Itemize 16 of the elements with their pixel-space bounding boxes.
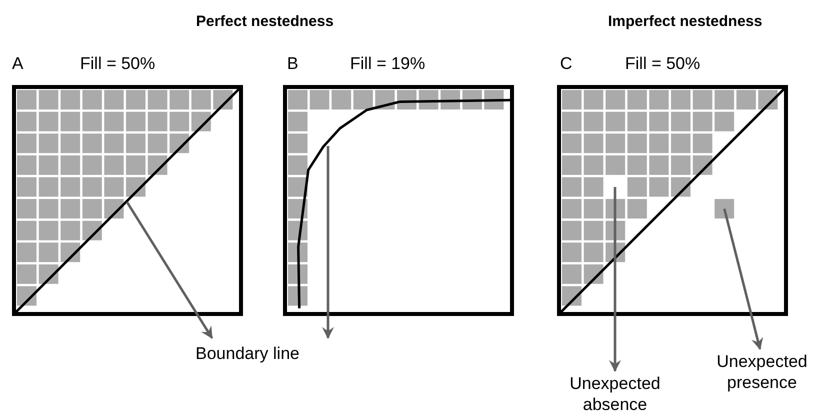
callout-label: Boundary line xyxy=(180,343,315,364)
presence-cell xyxy=(714,199,734,218)
fill-label: Fill = 50% xyxy=(625,54,700,74)
panel-letter: C xyxy=(560,54,572,74)
panel-heading: Perfect nestedness xyxy=(196,12,334,32)
leader-line xyxy=(723,208,764,350)
panel-letter: A xyxy=(12,54,24,74)
panel-heading: Imperfect nestedness xyxy=(608,12,762,32)
leader-line xyxy=(126,201,214,339)
callout-label: Unexpected presence xyxy=(712,351,812,393)
fill-label: Fill = 50% xyxy=(80,54,156,74)
leader-line xyxy=(609,187,621,372)
callout-label: Unexpected absence xyxy=(560,373,670,415)
fill-label: Fill = 19% xyxy=(350,54,426,74)
panel-letter: B xyxy=(287,54,298,74)
leader-line xyxy=(322,146,334,339)
